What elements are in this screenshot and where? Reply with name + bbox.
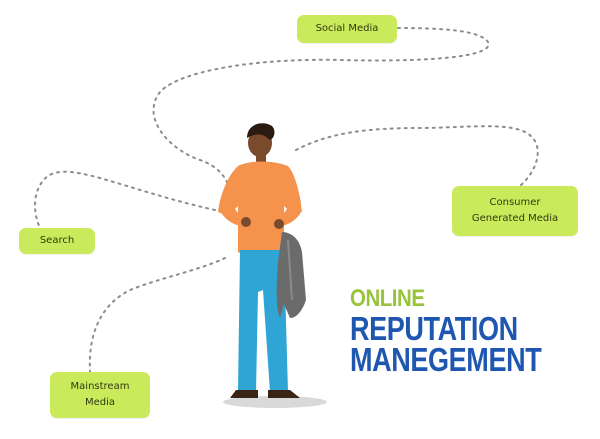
standing-man-illustration — [218, 123, 327, 408]
path-search-to-figure — [34, 170, 216, 229]
tag-mainstream-line2: Media — [84, 397, 116, 408]
title-online: ONLINE — [350, 285, 425, 312]
title-reputation: REPUTATION — [350, 310, 518, 347]
tag-consumer-line1: Consumer — [489, 197, 541, 208]
tag-consumer-line2: Generated Media — [471, 213, 559, 224]
figure-left-shoe — [230, 390, 258, 398]
path-social-to-figure — [152, 27, 490, 186]
figure-pants — [238, 250, 288, 392]
figure-jacket — [276, 232, 306, 318]
dotted-paths — [34, 27, 539, 373]
tag-consumer-generated-media: Consumer Generated Media — [452, 186, 578, 236]
figure-left-arm — [220, 170, 244, 226]
figure-right-hand — [274, 219, 284, 229]
tag-mainstream-line1: Mainstream — [70, 381, 130, 392]
figure-jacket-fold — [287, 239, 293, 301]
tag-social-media-label: Social Media — [315, 23, 379, 34]
tag-mainstream-media: Mainstream Media — [50, 372, 150, 418]
figure-right-arm — [278, 170, 302, 226]
figure-hair — [247, 123, 275, 140]
title-manegement: MANEGEMENT — [350, 341, 542, 378]
path-mainstream-to-figure — [88, 257, 226, 373]
figure-left-hand — [241, 217, 251, 227]
tag-search-label: Search — [39, 235, 75, 246]
path-figure-to-consumer — [295, 125, 539, 187]
figure-shadow — [223, 396, 327, 408]
figure-neck — [256, 154, 266, 166]
figure-right-shoe — [268, 390, 300, 398]
tag-search: Search — [19, 228, 95, 254]
tag-social-media: Social Media — [297, 15, 397, 43]
